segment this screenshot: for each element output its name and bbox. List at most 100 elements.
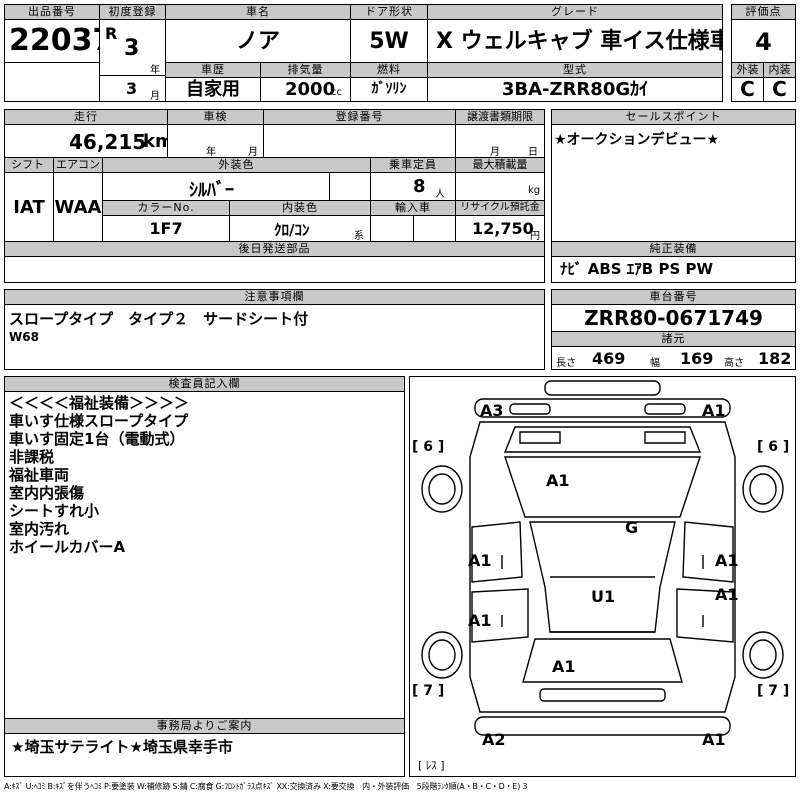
mileage-header: 走行 [4,109,168,125]
damage-hood: A1 [546,471,570,490]
history: 自家用 [165,77,261,102]
model-code-header: 型式 [427,62,723,78]
inspector-lines: ＜＜＜＜福祉装備＞＞＞＞車いす仕様スロープタイプ車いす固定1台（電動式）非課税福… [5,392,404,558]
exterior-grade: C [731,77,764,102]
lot-no-header: 出品番号 [4,4,100,20]
sales-point: ★オークションデビュー★ [554,132,720,148]
inspector-line: 室内汚れ [9,520,70,538]
import-divider [413,216,414,241]
import-box [370,215,456,242]
car-name-header: 車名 [165,4,351,20]
body-color-divider [329,173,330,200]
tire-rear-left: [ 7 ] [412,683,445,699]
tire-front-right: [ 6 ] [757,439,790,455]
color-no-header: カラーNo. [102,200,230,216]
height-label: 高さ [724,358,744,369]
width: 169 [680,349,714,368]
damage-windshield: G [625,518,639,537]
tire-front-left: [ 6 ] [412,439,445,455]
first-reg-header: 初度登録 [99,4,166,20]
fuel-header: 燃料 [350,62,428,78]
grade-header: グレード [427,4,723,20]
transfer-header: 譲渡書類期限 [455,109,545,125]
notes-header: 注意事項欄 [4,289,545,305]
capacity-box: 8 人 [370,172,456,201]
year-unit: 年 [150,65,160,76]
chassis-header: 車台番号 [551,289,796,305]
inspection-year-unit: 年 [206,147,216,158]
car-diagram-panel: A3 A1 A1 G A1 A1 A1 A1 U1 A1 A2 A1 [ 6 ]… [409,376,796,777]
damage-front-right: A1 [702,401,726,420]
inspector-header: 検査員記入欄 [4,376,405,392]
first-reg-box: R 3 年 [99,19,166,76]
fuel: ｶﾞｿﾘﾝ [350,77,428,102]
length: 469 [592,349,626,368]
exterior-header: 外装 [731,62,764,78]
interior-header: 内装 [763,62,796,78]
damage-rear-left: A2 [482,730,506,749]
notes-line1: スロープタイプ タイプ２ サードシート付 [9,310,309,328]
lot-number: 22037 [4,19,100,63]
color-no: 1F7 [102,215,230,242]
inspector-line: ホイールカバーA [9,538,126,556]
later-parts-header: 後日発送部品 [4,241,545,257]
body-color-box: ｼﾙﾊﾞｰ [102,172,371,201]
sales-point-header: セールスポイント [551,109,796,125]
door-type: 5W [350,19,428,63]
reg-year: 3 [124,36,140,61]
inspector-line: シートすれ小 [9,502,100,520]
shift-header: シフト [4,157,54,173]
displacement-unit: cc [331,87,342,98]
legend: A:ｷｽﾞ U:ﾍｺﾐ B:ｷｽﾞを伴うﾍｺﾐ P:要塗装 W:補修跡 S:錆 … [4,782,528,791]
max-load-header: 最大積載量 [455,157,545,173]
interior-grade: C [763,77,796,102]
capacity-unit: 人 [435,189,445,200]
first-reg-month-box: 3 月 [99,75,166,102]
mileage: 46,215 [69,130,147,154]
notes-box: スロープタイプ タイプ２ サードシート付 W68 [4,304,545,370]
month-unit: 月 [150,91,160,102]
equipment: ﾅﾋﾞ ABS ｴｱB PS PW [551,256,796,283]
capacity-header: 乗車定員 [370,157,456,173]
inspector-line: 車いす固定1台（電動式） [9,430,185,448]
import-header: 輸入車 [370,200,456,216]
inspection-box: 年 月 [167,124,264,158]
inspection-header: 車検 [167,109,264,125]
inspector-line: 車いす仕様スロープタイプ [9,412,189,430]
displacement-header: 排気量 [260,62,351,78]
int-color: ｸﾛ/ｺﾝ [274,221,310,239]
width-label: 幅 [650,358,660,369]
office-info: ★埼玉サテライト★埼玉県幸手市 [4,733,405,777]
max-load-box: kg [455,172,545,201]
car-name: ノア [165,19,351,63]
transfer-box: 月 日 [455,124,545,158]
recycle-header: リサイクル預託金 [455,200,545,216]
era: R [105,24,118,43]
office-header: 事務局よりご案内 [4,718,405,734]
displacement: 2000 [285,79,336,100]
inspector-line: 室内内張傷 [9,484,85,502]
recycle: 12,750 [472,219,534,238]
grade: X ウェルキャブ 車イス仕様車 [427,19,723,63]
shift: IAT [4,172,54,242]
later-parts-box [4,256,545,283]
reg-no-box [263,124,456,158]
mileage-unit: km [143,131,167,152]
int-color-header: 内装色 [229,200,371,216]
score: 4 [731,19,796,63]
capacity: 8 [413,176,426,197]
damage-right-front-door: A1 [715,551,739,570]
inspection-month-unit: 月 [248,147,258,158]
sales-point-box: ★オークションデビュー★ [551,124,796,242]
height: 182 [758,349,792,368]
damage-rear-glass: A1 [552,657,576,676]
damage-left-front-door: A1 [468,551,492,570]
recycle-unit: 円 [530,231,540,242]
damage-left-rear-door: A1 [468,611,492,630]
displacement-box: 2000 cc [260,77,351,102]
aircon: WAA [53,172,103,242]
damage-front-left: A3 [480,401,504,420]
inspector-line: ＜＜＜＜福祉装備＞＞＞＞ [9,394,190,412]
score-header: 評価点 [731,4,796,20]
body-color-header: 外装色 [102,157,371,173]
